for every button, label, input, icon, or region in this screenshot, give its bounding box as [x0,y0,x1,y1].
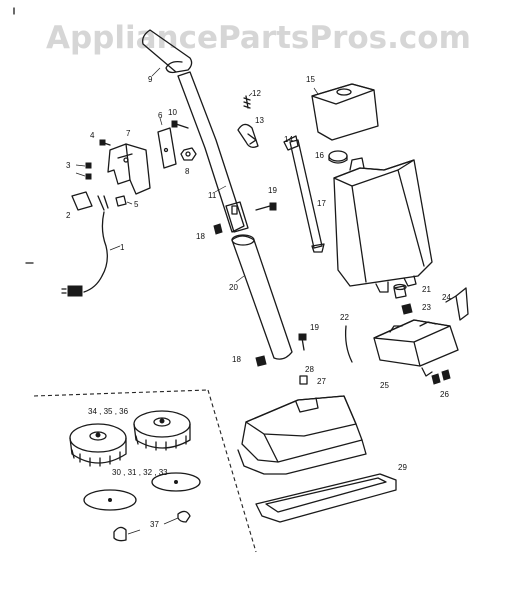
spring-clip [237,123,259,148]
callout-34-36: 34 , 35 , 36 [88,407,129,416]
screw-29-tube [255,202,277,211]
switch-bracket [107,143,151,195]
callout-3: 3 [66,161,71,170]
power-cord [61,211,121,297]
small-piece-28 [299,375,308,385]
solution-tank [333,157,433,293]
screw-19 [298,333,307,351]
callout-22: 22 [340,313,349,322]
accessory-separator [33,389,257,553]
callout-18a: 18 [196,232,205,241]
callout-6: 6 [158,111,163,120]
brush-right [133,410,191,451]
small-bolt [171,120,189,129]
callout-2: 2 [66,211,71,220]
handle-grip [142,29,193,77]
switch [71,191,109,211]
valve [401,303,413,315]
callout-15: 15 [306,75,315,84]
callout-1: 1 [120,243,125,252]
support-rod [283,135,325,253]
pad-right [151,472,201,492]
mount-plate [157,117,177,169]
callout-25: 25 [380,381,389,390]
small-clip [115,195,133,207]
pad-left [83,489,137,511]
screws [75,139,111,180]
upper-handle-tube [177,71,249,233]
callout-29: 29 [398,463,407,472]
callout-19a: 19 [268,186,277,195]
callout-19b: 19 [310,323,319,332]
hex-nut [180,147,197,161]
drip-tray [255,473,397,523]
tank-lid [311,83,379,141]
screw-18-lower [255,355,267,367]
spring-pin [243,92,253,109]
callout-5: 5 [134,200,139,209]
pump-housing [373,319,459,377]
callout-8: 8 [185,167,190,176]
lower-handle-tube [231,234,293,360]
callout-11: 11 [208,191,217,200]
callout-30-33: 30 , 31 , 32 , 33 [112,468,168,477]
callout-28: 28 [305,365,314,374]
fitting [393,283,407,299]
callout-4: 4 [90,131,95,140]
callout-21: 21 [422,285,431,294]
callout-7: 7 [126,129,131,138]
callout-23: 23 [422,303,431,312]
callout-27: 27 [317,377,326,386]
callout-14: 14 [284,135,293,144]
callout-12: 12 [252,89,261,98]
feed-tube [344,325,353,363]
callout-16: 16 [315,151,324,160]
screws-26 [431,369,451,385]
base-housing [237,395,367,475]
callout-37: 37 [150,520,159,529]
callout-9: 9 [148,75,153,84]
callout-26: 26 [440,390,449,399]
callout-24: 24 [442,293,451,302]
callout-10: 10 [168,108,177,117]
callout-13: 13 [255,116,264,125]
callout-18b: 18 [232,355,241,364]
callout-20: 20 [229,283,238,292]
clip-37 [113,510,191,542]
brush-left [69,423,127,467]
side-bracket [445,287,469,321]
callout-17: 17 [317,199,326,208]
watermark: AppliancePartsPros.com [46,20,471,56]
screw-18-upper [213,223,223,235]
tank-cap [328,150,348,164]
callouts: 1 2 3 4 5 6 7 8 9 10 11 12 13 14 15 16 1… [66,75,451,529]
